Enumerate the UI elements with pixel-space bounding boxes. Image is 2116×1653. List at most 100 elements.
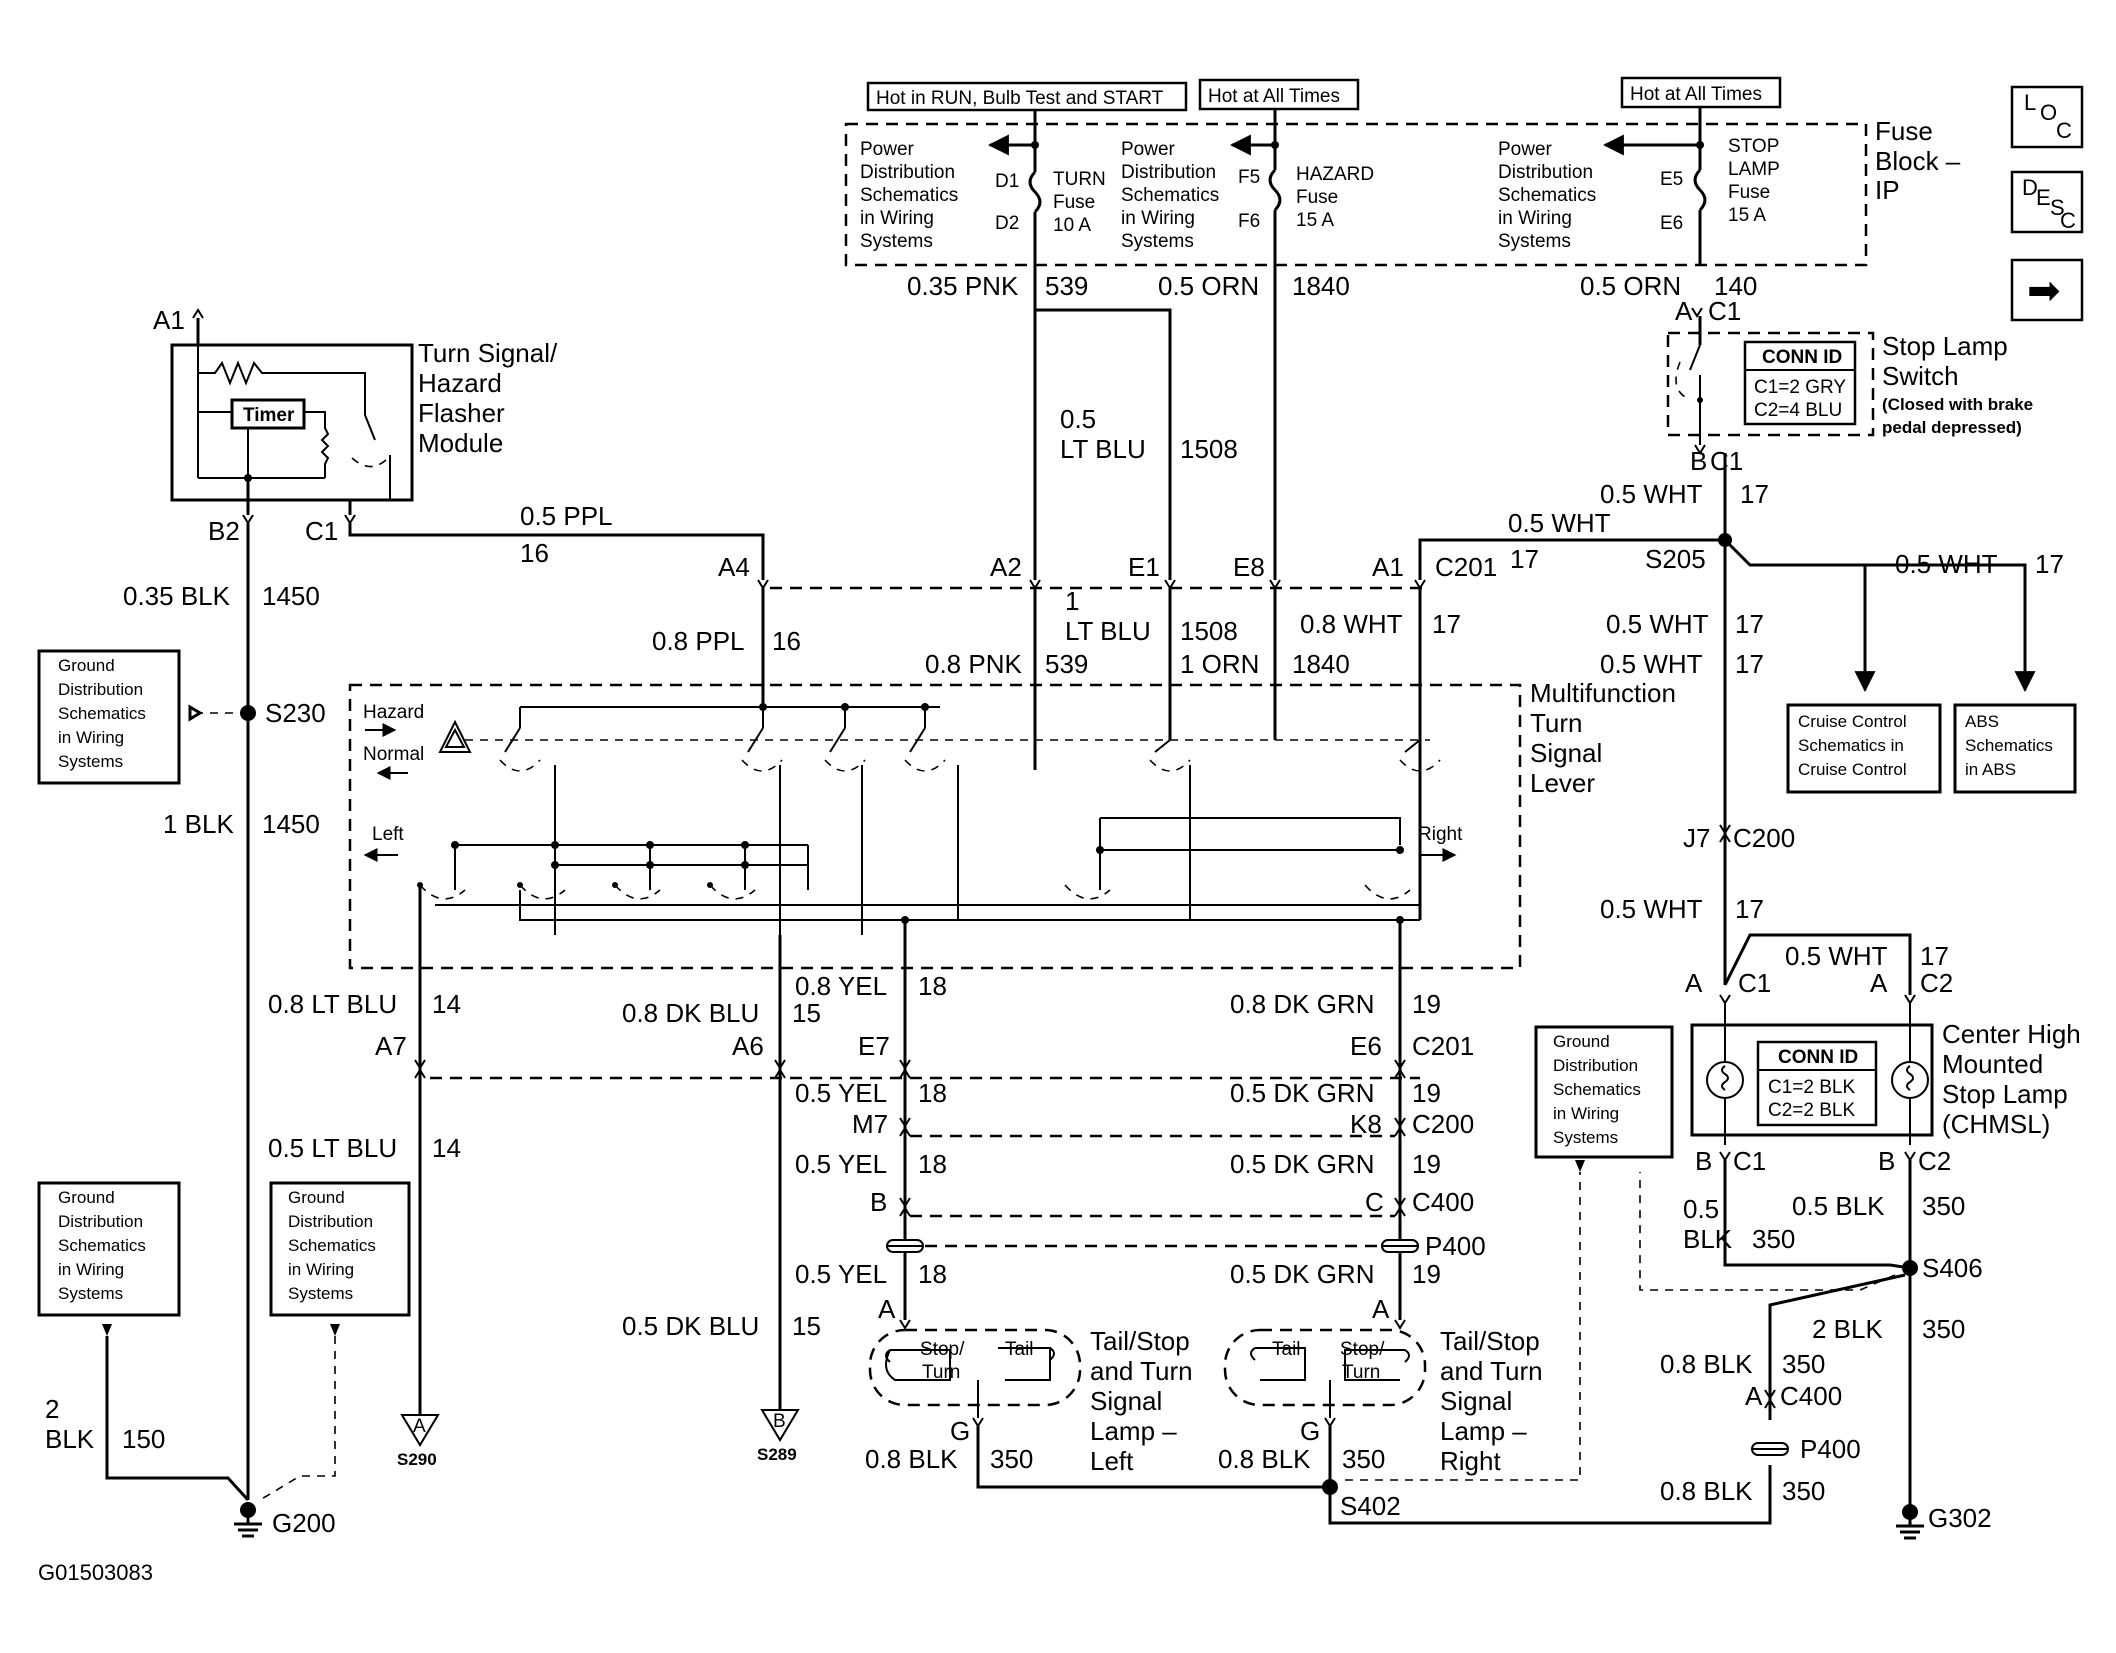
svg-text:C2=2 BLK: C2=2 BLK bbox=[1768, 1100, 1855, 1121]
svg-text:0.5 ORN: 0.5 ORN bbox=[1580, 271, 1681, 301]
svg-text:140: 140 bbox=[1714, 271, 1757, 301]
svg-text:0.8 BLK: 0.8 BLK bbox=[1660, 1476, 1753, 1506]
svg-text:D: D bbox=[2022, 175, 2038, 200]
svg-text:F6: F6 bbox=[1238, 211, 1260, 232]
svg-text:S290: S290 bbox=[397, 1450, 437, 1469]
svg-text:18: 18 bbox=[918, 1149, 947, 1179]
svg-text:Power: Power bbox=[860, 139, 915, 160]
svg-text:0.35 PNK: 0.35 PNK bbox=[907, 271, 1019, 301]
svg-text:Distribution: Distribution bbox=[1553, 1056, 1638, 1075]
hot-at-all-times-label: Hot at All Times bbox=[1208, 86, 1340, 107]
svg-text:D1: D1 bbox=[995, 171, 1019, 192]
s402-ground-return: S402 Ground Distribution Schematics in W… bbox=[976, 1025, 1772, 1525]
svg-text:A: A bbox=[1685, 968, 1703, 998]
svg-text:0.5 WHT: 0.5 WHT bbox=[1895, 549, 1998, 579]
chmsl: A C1 A C2 CONN ID C1=2 BLK C2=2 BLK Cent… bbox=[1639, 968, 2081, 1540]
svg-text:350: 350 bbox=[1782, 1476, 1825, 1506]
svg-text:0.5 YEL: 0.5 YEL bbox=[795, 1149, 887, 1179]
svg-text:P400: P400 bbox=[1800, 1434, 1861, 1464]
svg-text:in Wiring: in Wiring bbox=[58, 728, 124, 747]
svg-text:Schematics: Schematics bbox=[1121, 185, 1219, 206]
svg-text:Ground: Ground bbox=[288, 1188, 345, 1207]
svg-text:Distribution: Distribution bbox=[1498, 162, 1593, 183]
svg-text:0.5 WHT: 0.5 WHT bbox=[1600, 649, 1703, 679]
svg-text:Mounted: Mounted bbox=[1942, 1049, 2043, 1079]
svg-text:ABS: ABS bbox=[1965, 712, 1999, 731]
svg-text:1 BLK: 1 BLK bbox=[163, 809, 234, 839]
svg-text:Block –: Block – bbox=[1875, 146, 1961, 176]
svg-text:E6: E6 bbox=[1350, 1031, 1382, 1061]
description-icon[interactable]: D E S C bbox=[2010, 170, 2084, 234]
svg-text:Normal: Normal bbox=[363, 744, 424, 765]
svg-text:Systems: Systems bbox=[1121, 231, 1194, 252]
svg-text:0.8 BLK: 0.8 BLK bbox=[1660, 1349, 1753, 1379]
c201-top-connector: A2 E1 E8 A1 C201 1 LT BLU 1508 0.8 PNK 5… bbox=[770, 552, 1497, 770]
svg-text:0.8 YEL: 0.8 YEL bbox=[795, 971, 887, 1001]
purple-16-wire: 0.5 PPL 16 A4 0.8 PPL 16 bbox=[348, 501, 801, 707]
svg-text:19: 19 bbox=[1412, 1259, 1441, 1289]
svg-text:C1=2 BLK: C1=2 BLK bbox=[1768, 1077, 1855, 1098]
svg-text:Distribution: Distribution bbox=[1121, 162, 1216, 183]
svg-text:18: 18 bbox=[918, 1259, 947, 1289]
svg-text:LT BLU: LT BLU bbox=[1060, 434, 1146, 464]
svg-text:C: C bbox=[1365, 1187, 1384, 1217]
svg-text:C200: C200 bbox=[1733, 823, 1795, 853]
svg-text:A2: A2 bbox=[990, 552, 1022, 582]
svg-text:Turn: Turn bbox=[1530, 708, 1583, 738]
next-page-icon[interactable]: ➡ bbox=[2010, 258, 2084, 322]
svg-text:15 A: 15 A bbox=[1296, 210, 1334, 231]
svg-text:17: 17 bbox=[2035, 549, 2064, 579]
svg-text:A7: A7 bbox=[375, 1031, 407, 1061]
svg-text:G: G bbox=[1300, 1416, 1320, 1446]
svg-text:C200: C200 bbox=[1412, 1109, 1474, 1139]
svg-text:C: C bbox=[2056, 118, 2072, 143]
multifunction-title: Multifunction bbox=[1530, 678, 1676, 708]
locator-icon[interactable]: L O C bbox=[2010, 85, 2084, 149]
svg-text:Turn: Turn bbox=[1342, 1362, 1380, 1383]
off-page-references: A S290 B S289 bbox=[397, 1409, 800, 1469]
svg-text:19: 19 bbox=[1412, 1078, 1441, 1108]
svg-text:14: 14 bbox=[432, 1133, 461, 1163]
svg-text:Right: Right bbox=[1418, 824, 1463, 845]
diagram-id: G01503083 bbox=[38, 1560, 153, 1585]
stop-lamp-fuse-label: STOP bbox=[1728, 136, 1779, 157]
svg-text:18: 18 bbox=[918, 1078, 947, 1108]
svg-text:A: A bbox=[1675, 296, 1693, 326]
svg-text:in Wiring: in Wiring bbox=[58, 1260, 124, 1279]
svg-text:0.5 DK BLU: 0.5 DK BLU bbox=[622, 1311, 759, 1341]
hot-in-run-label: Hot in RUN, Bulb Test and START bbox=[876, 88, 1164, 109]
svg-text:150: 150 bbox=[122, 1424, 165, 1454]
svg-text:0.8 BLK: 0.8 BLK bbox=[1218, 1444, 1311, 1474]
svg-text:15 A: 15 A bbox=[1728, 205, 1766, 226]
timer-label: Timer bbox=[243, 405, 295, 426]
svg-text:1450: 1450 bbox=[262, 581, 320, 611]
svg-text:350: 350 bbox=[1782, 1349, 1825, 1379]
svg-text:350: 350 bbox=[1922, 1314, 1965, 1344]
flasher-module-title: Turn Signal/ bbox=[418, 338, 558, 368]
svg-text:0.5 YEL: 0.5 YEL bbox=[795, 1259, 887, 1289]
svg-text:2 BLK: 2 BLK bbox=[1812, 1314, 1883, 1344]
svg-text:D2: D2 bbox=[995, 213, 1019, 234]
svg-text:0.8 PNK: 0.8 PNK bbox=[925, 649, 1022, 679]
svg-text:and Turn: and Turn bbox=[1090, 1356, 1193, 1386]
svg-text:10 A: 10 A bbox=[1053, 215, 1091, 236]
svg-text:LAMP: LAMP bbox=[1728, 159, 1780, 180]
svg-text:Schematics: Schematics bbox=[1965, 736, 2053, 755]
svg-text:Left: Left bbox=[1090, 1446, 1134, 1476]
svg-text:Right: Right bbox=[1440, 1446, 1501, 1476]
svg-text:BLK: BLK bbox=[1683, 1224, 1733, 1254]
svg-text:A: A bbox=[1870, 968, 1888, 998]
svg-text:S289: S289 bbox=[757, 1445, 797, 1464]
svg-text:Schematics: Schematics bbox=[58, 1236, 146, 1255]
svg-text:B2: B2 bbox=[208, 516, 240, 546]
svg-text:Fuse: Fuse bbox=[1296, 187, 1338, 208]
splice-s230: S230 bbox=[265, 698, 326, 728]
svg-text:0.5: 0.5 bbox=[1060, 404, 1096, 434]
svg-text:in Wiring: in Wiring bbox=[1553, 1104, 1619, 1123]
stop-lamp-switch: A C1 CONN ID C1=2 GRY C2=4 BLU Stop Lamp… bbox=[1666, 296, 2033, 476]
svg-text:Tail: Tail bbox=[1272, 1339, 1301, 1360]
svg-text:E6: E6 bbox=[1660, 213, 1683, 234]
svg-text:C1: C1 bbox=[1710, 446, 1743, 476]
svg-text:0.8 DK BLU: 0.8 DK BLU bbox=[622, 998, 759, 1028]
svg-text:16: 16 bbox=[772, 626, 801, 656]
